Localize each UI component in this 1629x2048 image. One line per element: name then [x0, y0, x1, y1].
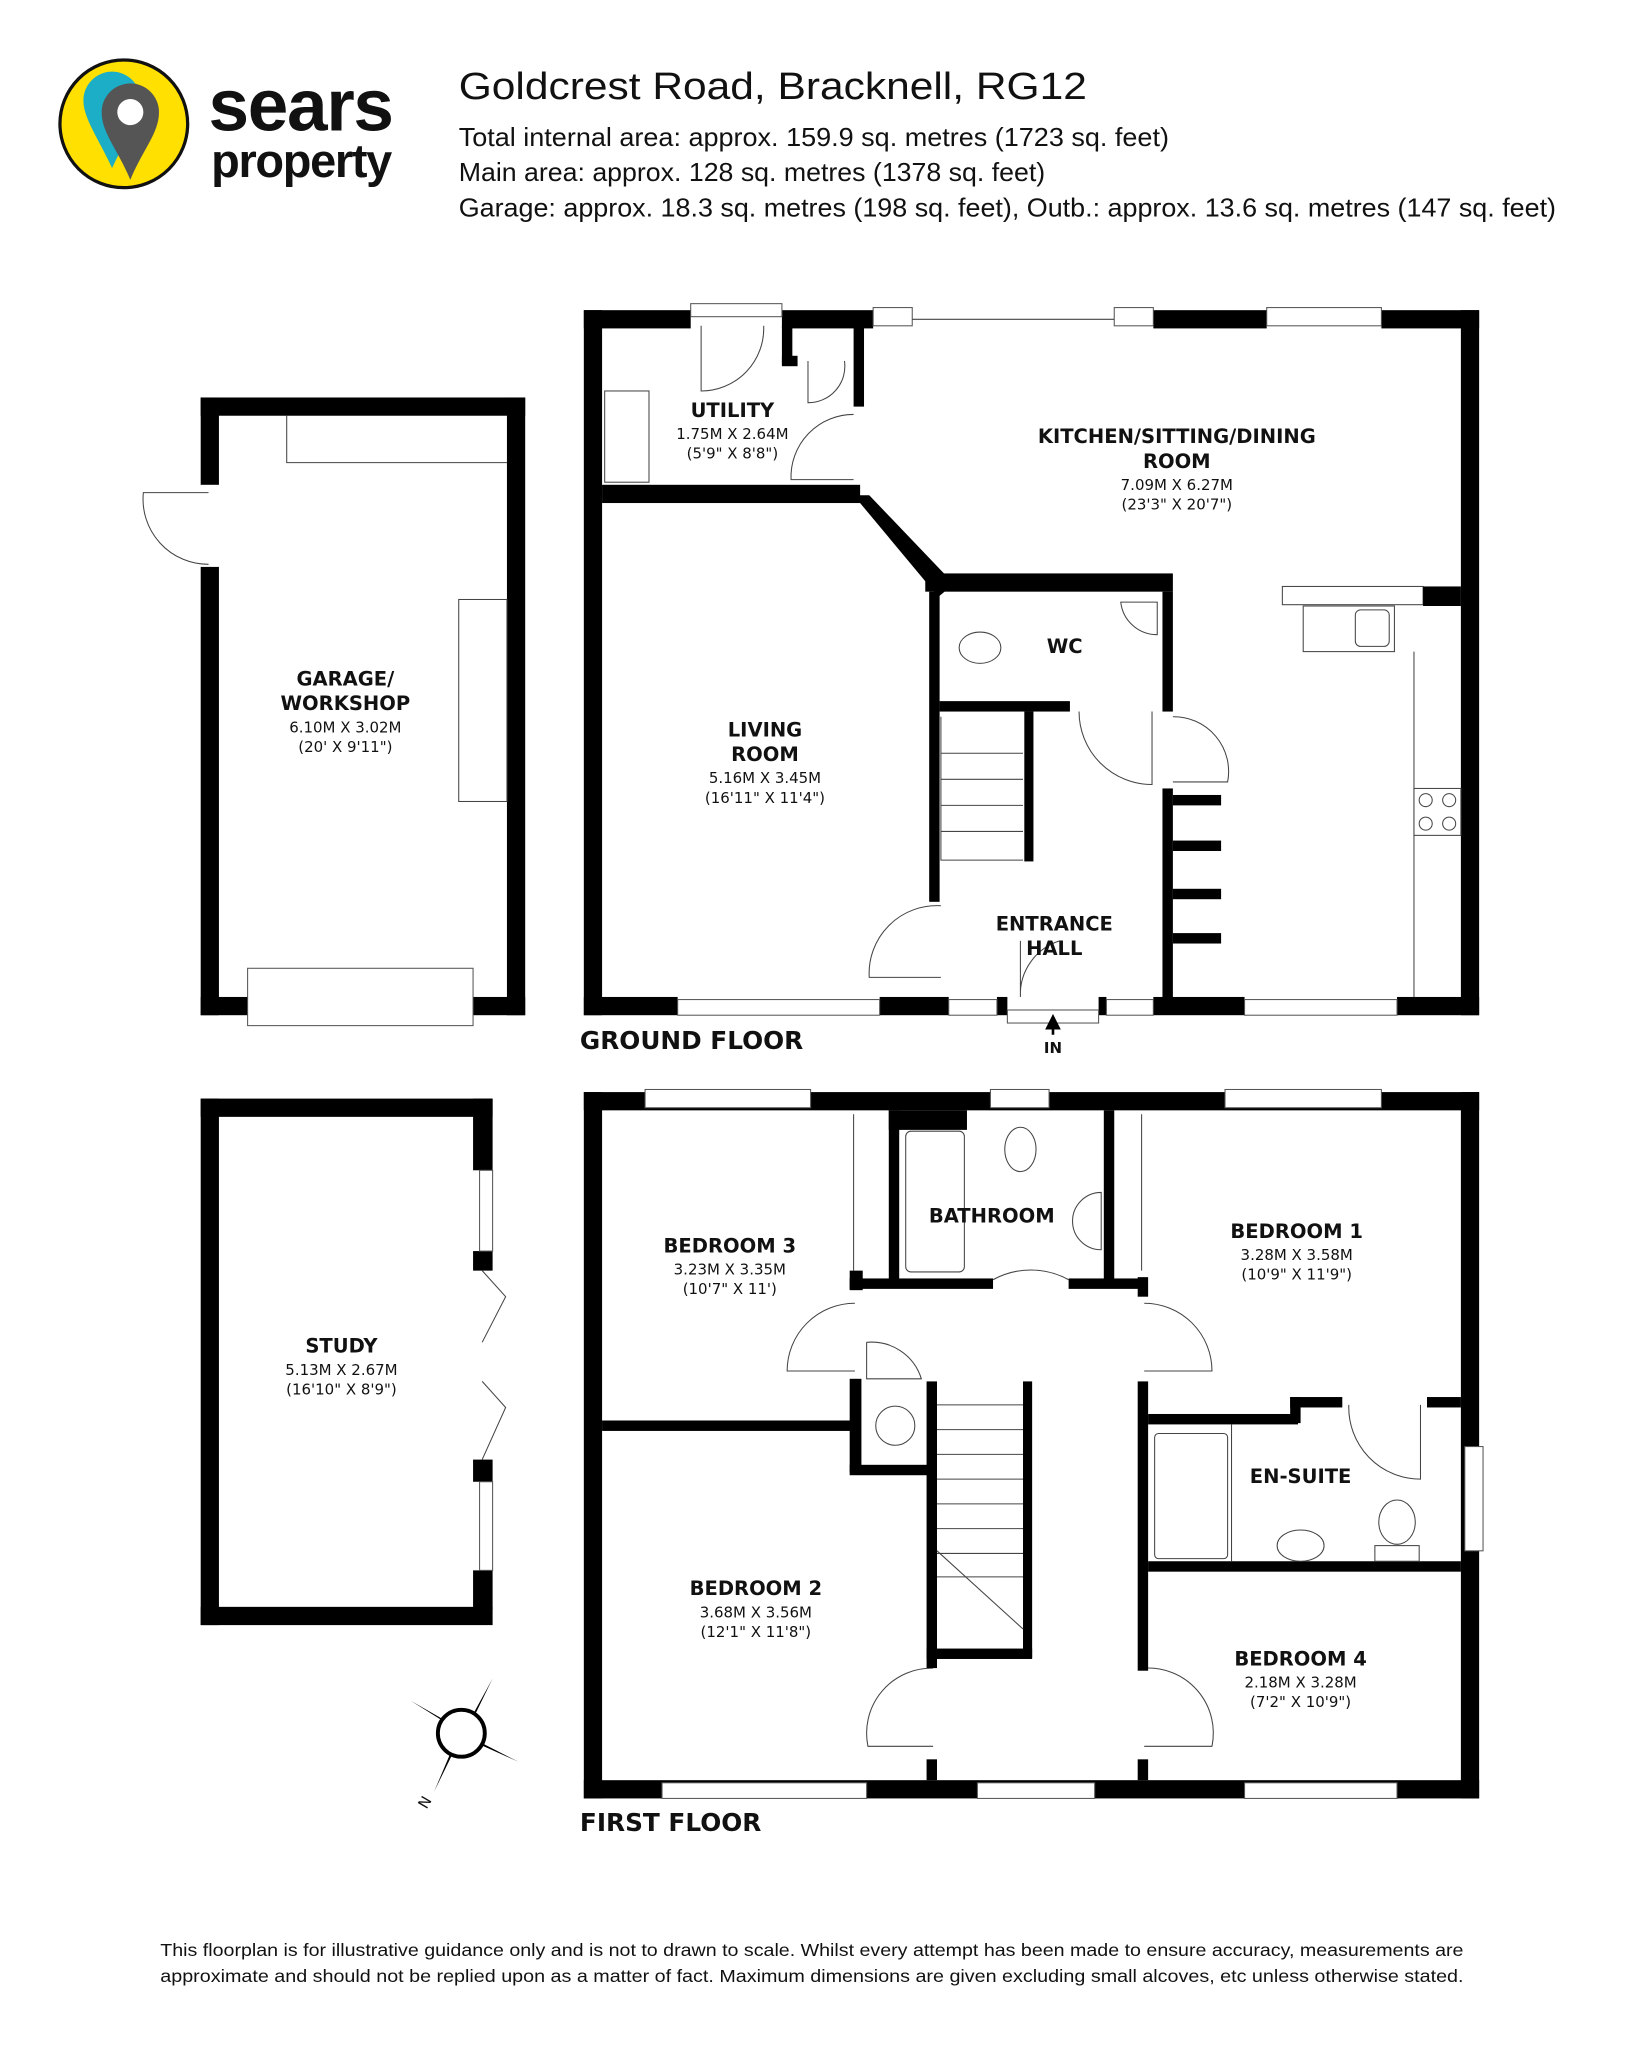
study-metric: 5.13M X 2.67M [285, 1361, 397, 1379]
bedroom4-imperial: (7'2" X 10'9") [1250, 1693, 1351, 1711]
kitchen-imperial: (23'3" X 20'7") [1121, 496, 1232, 514]
disclaimer-line-2: approximate and should not be replied up… [160, 1966, 1463, 1986]
bedroom3-imperial: (10'7" X 11') [683, 1280, 777, 1298]
hall-name: ENTRANCE [996, 912, 1113, 935]
kitchen-name-2: ROOM [1143, 450, 1211, 473]
utility-metric: 1.75M X 2.64M [676, 425, 788, 443]
garage-imperial: (20' X 9'11") [298, 738, 392, 756]
bedroom1-imperial: (10'9" X 11'9") [1241, 1266, 1352, 1284]
garage-name-2: WORKSHOP [281, 692, 411, 715]
hall-name-2: HALL [1026, 937, 1082, 960]
bedroom1-name: BEDROOM 1 [1230, 1220, 1363, 1243]
living-metric: 5.16M X 3.45M [709, 769, 821, 787]
ground-floor-walls [583, 303, 1480, 1035]
entrance-marker: IN [1044, 1039, 1062, 1057]
bedroom2-metric: 3.68M X 3.56M [700, 1603, 812, 1621]
living-name-2: ROOM [731, 743, 799, 766]
garage-name: GARAGE/ [296, 667, 395, 690]
study-walls [200, 1098, 507, 1626]
living-imperial: (16'11" X 11'4") [705, 789, 825, 807]
brand-name: sears [209, 65, 393, 146]
bedroom3-metric: 3.23M X 3.35M [674, 1261, 786, 1279]
compass-icon: N [410, 1678, 519, 1812]
area-garage-outbuilding: Garage: approx. 18.3 sq. metres (198 sq.… [459, 192, 1556, 222]
study-name: STUDY [305, 1335, 378, 1358]
property-title: Goldcrest Road, Bracknell, RG12 [459, 66, 1087, 108]
garage-metric: 6.10M X 3.02M [289, 718, 401, 736]
ground-floor-label: GROUND FLOOR [580, 1026, 803, 1055]
kitchen-name: KITCHEN/SITTING/DINING [1038, 425, 1316, 448]
utility-name: UTILITY [691, 399, 775, 422]
bedroom4-name: BEDROOM 4 [1234, 1648, 1367, 1671]
bedroom1-metric: 3.28M X 3.58M [1241, 1246, 1353, 1264]
wc-name: WC [1047, 635, 1083, 658]
bathroom-name: BATHROOM [929, 1204, 1055, 1227]
utility-imperial: (5'9" X 8'8") [687, 445, 779, 463]
bedroom2-imperial: (12'1" X 11'8") [701, 1623, 812, 1641]
garage-walls [142, 397, 526, 1027]
bedroom4-metric: 2.18M X 3.28M [1244, 1674, 1356, 1692]
compass-north-label: N [414, 1793, 435, 1812]
ensuite-name: EN-SUITE [1250, 1465, 1352, 1488]
living-name: LIVING [728, 718, 802, 741]
disclaimer-line-1: This floorplan is for illustrative guida… [160, 1940, 1463, 1960]
area-total: Total internal area: approx. 159.9 sq. m… [459, 122, 1169, 152]
kitchen-metric: 7.09M X 6.27M [1121, 476, 1233, 494]
bedroom2-name: BEDROOM 2 [690, 1577, 823, 1600]
area-main: Main area: approx. 128 sq. metres (1378 … [459, 157, 1045, 187]
brand-tagline: property [211, 135, 392, 187]
room-labels: UTILITY 1.75M X 2.64M (5'9" X 8'8") KITC… [281, 399, 1367, 1837]
first-floor-label: FIRST FLOOR [580, 1808, 761, 1837]
sears-logo: sears property [58, 58, 394, 190]
bedroom3-name: BEDROOM 3 [664, 1234, 797, 1257]
first-floor-walls [583, 1088, 1484, 1799]
study-imperial: (16'10" X 8'9") [286, 1380, 397, 1398]
